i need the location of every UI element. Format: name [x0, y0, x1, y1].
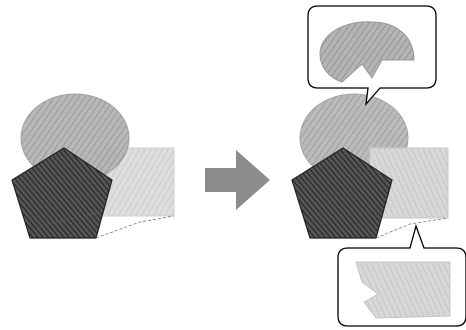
separated-composite [292, 94, 448, 238]
callout-rectangle-piece [338, 226, 466, 326]
underlay-outline-right [376, 218, 448, 238]
right-arrow-icon [205, 150, 270, 210]
original-composite [12, 94, 174, 238]
callout-circle-piece [308, 6, 436, 104]
